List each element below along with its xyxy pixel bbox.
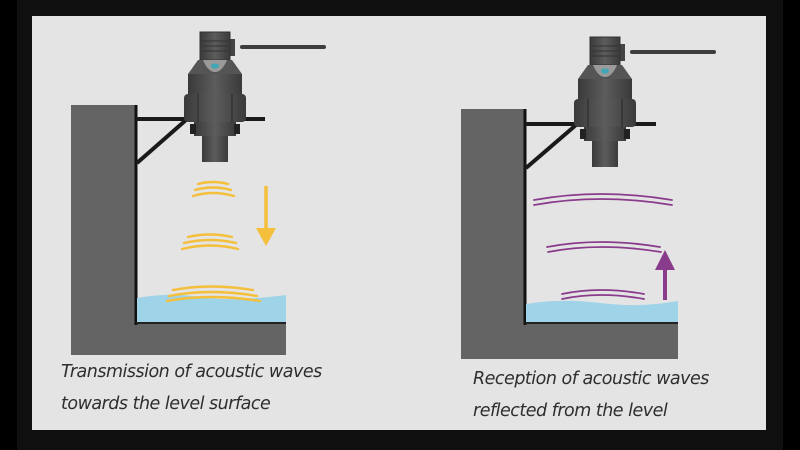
transmission-caption: Transmission of acoustic waves towards t… [61,356,322,420]
transmission-diagram [71,31,327,355]
transmitted-waves [165,180,262,303]
wave-group-1 [191,180,236,198]
liquid-surface [526,300,678,322]
wave-group-3 [165,285,262,303]
reception-diagram [461,36,717,359]
reception-caption: Reception of acoustic waves reflected fr… [473,363,709,427]
wave-group-1 [533,193,673,206]
caption-line-1: Transmission of acoustic waves [61,362,322,382]
wave-group-2 [180,233,240,251]
ultrasonic-sensor [183,31,327,163]
wave-group-2 [546,241,662,253]
wave-group-3 [561,289,645,300]
arrow-up-icon [655,250,675,300]
arrow-down-icon [256,186,276,246]
liquid-surface [137,294,286,322]
caption-line-2: towards the level surface [61,394,271,414]
tank-wall [461,109,678,359]
tank-wall [71,105,286,355]
caption-line-2: reflected from the level [473,401,668,421]
diagram-panel [32,16,766,430]
ultrasonic-sensor [573,36,717,168]
right-border [783,0,800,450]
caption-line-1: Reception of acoustic waves [473,369,709,389]
reflected-waves [533,193,673,300]
left-border [0,0,17,450]
